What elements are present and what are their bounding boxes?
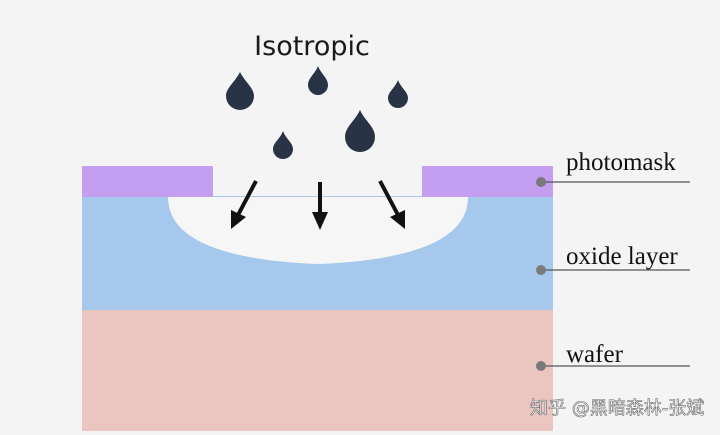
arrow-center-head	[312, 212, 328, 230]
photomask-marker	[536, 177, 546, 187]
label-markers	[536, 177, 546, 371]
droplet	[345, 110, 375, 152]
photomask-label: photomask	[566, 149, 676, 176]
photomask-right	[422, 166, 553, 197]
watermark: 知乎 @黑暗森林-张斌	[530, 398, 704, 419]
droplets	[226, 66, 408, 159]
oxide-layer-label: oxide layer	[566, 243, 678, 270]
arrow-right	[378, 180, 400, 216]
droplet	[273, 131, 293, 159]
droplet	[226, 72, 254, 110]
arrow-left	[236, 180, 258, 216]
etched-cavity	[168, 197, 468, 264]
droplet	[388, 80, 408, 108]
arrow-right-head	[390, 210, 405, 229]
wafer-label: wafer	[566, 341, 624, 368]
wafer-marker	[536, 361, 546, 371]
photomask-left	[82, 166, 213, 197]
diagram-title: Isotropic	[254, 31, 370, 62]
oxide-marker	[536, 265, 546, 275]
droplet	[308, 66, 328, 95]
arrow-left-head	[231, 210, 246, 229]
leader-lines	[541, 181, 690, 367]
etch-direction-arrows	[236, 180, 400, 216]
wafer-layer	[82, 310, 553, 431]
arrow-heads	[231, 210, 405, 230]
